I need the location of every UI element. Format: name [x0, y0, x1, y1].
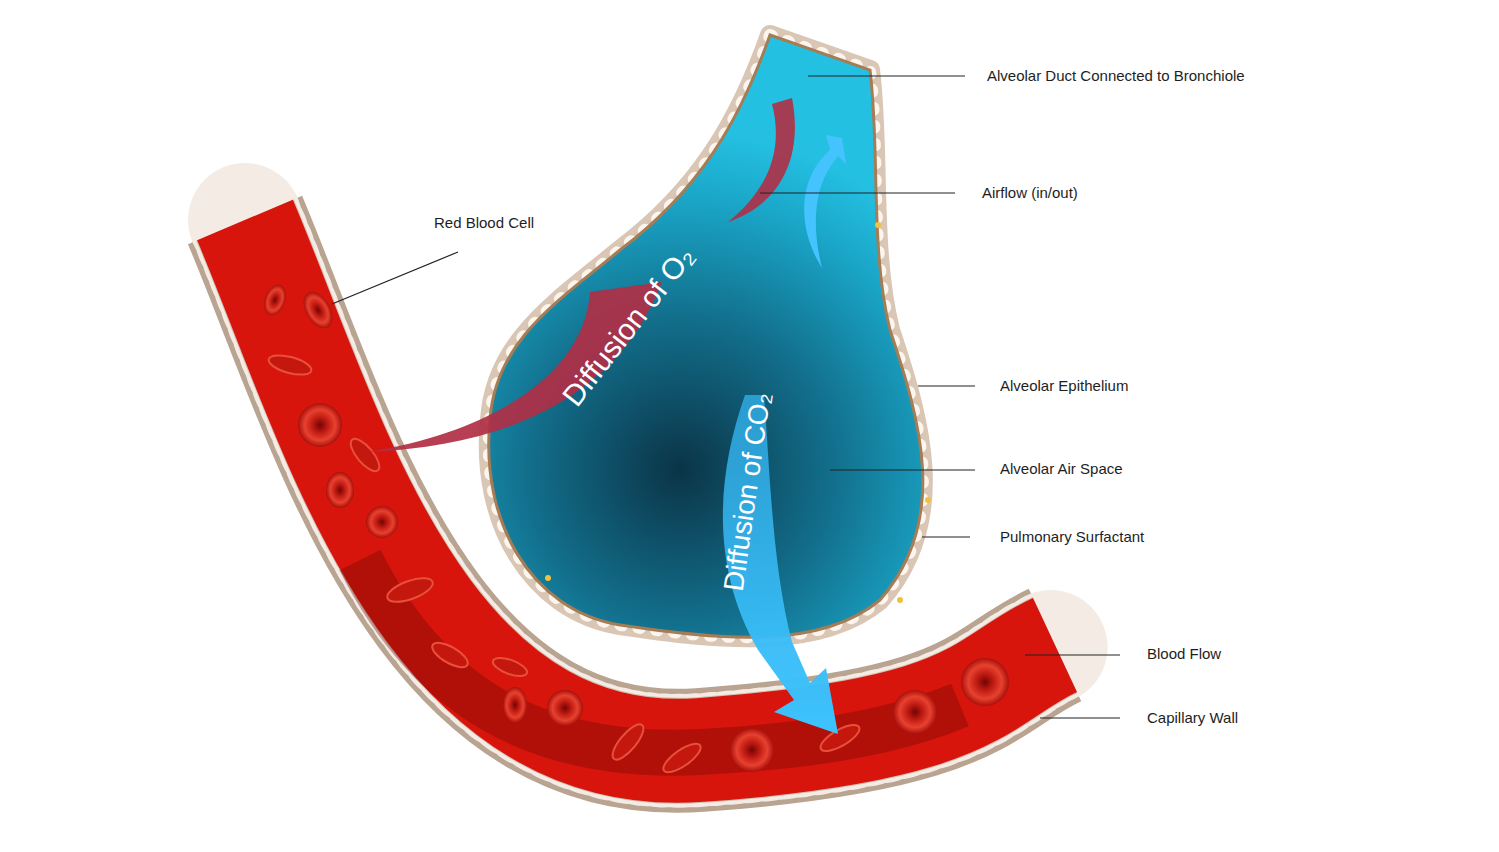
part-label: Alveolar Epithelium [1000, 377, 1128, 395]
o2-diffusion-arrow [368, 282, 662, 452]
part-label: Alveolar Air Space [1000, 460, 1123, 478]
part-label: Red Blood Cell [434, 214, 534, 232]
part-label: Pulmonary Surfactant [1000, 528, 1144, 546]
arrow-label: Diffusion of O₂ [556, 240, 701, 412]
part-label: Airflow (in/out) [982, 184, 1078, 202]
part-label: Blood Flow [1147, 645, 1221, 663]
airflow-arrow [804, 135, 846, 268]
alveolus [489, 35, 931, 637]
airflow-arrow [728, 98, 795, 222]
part-label: Capillary Wall [1147, 709, 1238, 727]
leader-lines [332, 76, 1120, 718]
arrow-label: Diffusion of CO₂ [719, 391, 777, 594]
part-label: Alveolar Duct Connected to Bronchiole [987, 67, 1245, 85]
